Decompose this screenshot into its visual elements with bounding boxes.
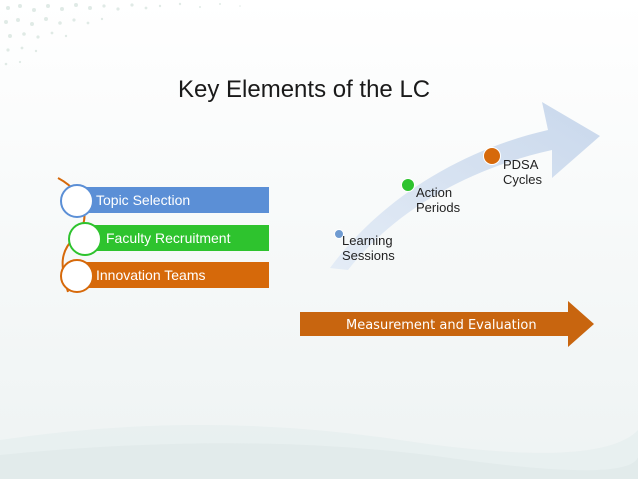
list-item-topic-selection: Topic Selection bbox=[78, 187, 269, 213]
list-bullet-circle bbox=[68, 222, 102, 256]
step-label-line: Cycles bbox=[503, 172, 543, 187]
list-item-innovation-teams: Innovation Teams bbox=[78, 262, 269, 288]
list-item-label: Innovation Teams bbox=[96, 267, 206, 283]
list-item-label: Faculty Recruitment bbox=[106, 230, 231, 246]
step-label-line: Action bbox=[416, 185, 453, 200]
list-bullet-circle bbox=[60, 184, 94, 218]
list-item-faculty-recruitment: Faculty Recruitment bbox=[88, 225, 269, 251]
step-label-learning-sessions: Learning Sessions bbox=[342, 233, 395, 263]
step-label-line: Periods bbox=[416, 200, 461, 215]
step-label-line: Learning bbox=[342, 233, 393, 248]
list-bullet-circle bbox=[60, 259, 94, 293]
step-label-pdsa-cycles: PDSA Cycles bbox=[503, 157, 542, 187]
step-label-action-periods: Action Periods bbox=[416, 185, 460, 215]
step-dot-learning-sessions bbox=[334, 229, 344, 239]
step-dot-pdsa-cycles bbox=[483, 147, 501, 165]
dot-texture bbox=[4, 2, 241, 66]
list-item-label: Topic Selection bbox=[96, 192, 191, 208]
step-dot-action-periods bbox=[401, 178, 415, 192]
slide-title: Key Elements of the LC bbox=[178, 76, 431, 103]
step-label-line: Sessions bbox=[342, 248, 395, 263]
step-label-line: PDSA bbox=[503, 157, 539, 172]
measurement-arrow-label: Measurement and Evaluation bbox=[346, 318, 537, 333]
